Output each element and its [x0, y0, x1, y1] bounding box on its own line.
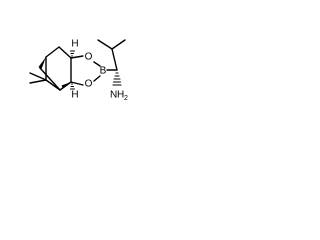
wedge-bond-methyl	[61, 82, 71, 89]
stereo-layer	[38, 50, 122, 90]
atom-amine-n: N	[110, 90, 117, 101]
bond-gem-methyl-1	[29, 72, 47, 81]
bond-ch2-c3a	[58, 46, 72, 59]
bond-o-bottom-c7a	[70, 81, 84, 86]
bond-c-ch2	[45, 46, 60, 58]
bond-gem-methyl-2	[29, 79, 47, 84]
bond-c3a-o-top	[70, 55, 84, 59]
atom-amine-group: N H 2	[110, 90, 128, 103]
bond-bridge-c-bottom	[39, 67, 61, 91]
wedge-bond-bridge	[38, 57, 46, 69]
atom-h-bottom: H	[71, 90, 78, 101]
molecule-structure: H H O O B N H 2	[29, 39, 128, 103]
atom-oxygen-bottom: O	[85, 79, 93, 90]
hash-bond-h-bottom	[69, 83, 76, 90]
atom-oxygen-top: O	[85, 52, 93, 63]
bond-o-top-b	[93, 61, 101, 67]
hash-bond-nh2	[112, 72, 122, 86]
bond-b-o-bottom	[93, 75, 101, 82]
hash-bond-h-top	[69, 50, 76, 57]
atom-amine-h: H	[117, 90, 124, 101]
bond-ch-methyl-1	[97, 39, 113, 50]
bond-layer	[29, 39, 126, 91]
atom-layer: H H O O B N H 2	[71, 39, 128, 103]
atom-boron: B	[100, 66, 107, 77]
bond-calpha-ch	[111, 48, 118, 71]
bond-ch-methyl-2	[111, 39, 126, 50]
atom-h-top: H	[71, 39, 78, 50]
atom-amine-subscript: 2	[124, 95, 128, 102]
